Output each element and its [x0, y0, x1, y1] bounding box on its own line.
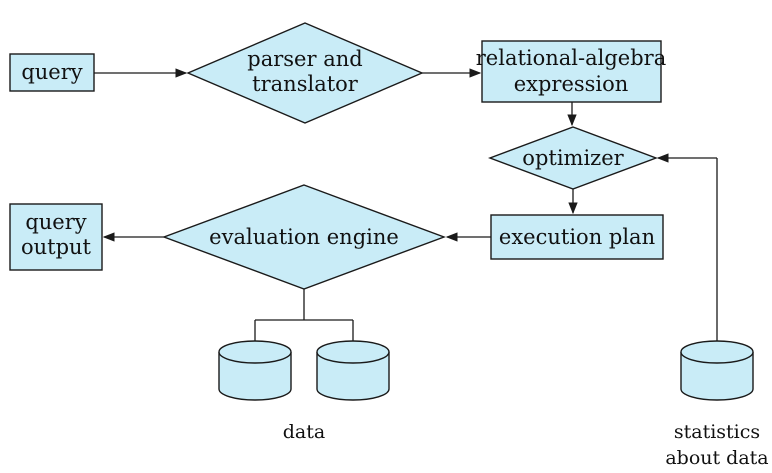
engine-data-connector	[254, 289, 354, 343]
query-output-label-line1: query	[25, 210, 86, 234]
parser-label-line2: translator	[252, 72, 359, 96]
data-cylinder-2-icon	[316, 340, 390, 401]
query-output-label-line2: output	[21, 235, 92, 259]
execution-plan-node: execution plan	[490, 214, 664, 260]
relalg-label-line2: expression	[514, 72, 629, 96]
query-output-node: query output	[9, 203, 103, 271]
execution-plan-label: execution plan	[499, 225, 655, 249]
statistics-label-line1: statistics	[674, 421, 760, 443]
relational-algebra-node: relational-algebra expression	[476, 40, 666, 103]
data-label: data	[283, 421, 325, 443]
parser-translator-node: parser and translator	[186, 22, 424, 124]
query-label: query	[21, 60, 82, 84]
optimizer-node: optimizer	[487, 126, 659, 190]
statistics-label-line2: about data	[665, 447, 768, 469]
query-node: query	[9, 53, 95, 92]
parser-label-line1: parser and	[247, 47, 362, 71]
relalg-label-line1: relational-algebra	[476, 46, 666, 70]
evaluation-engine-node: evaluation engine	[161, 184, 447, 290]
optimizer-label: optimizer	[522, 146, 624, 170]
statistics-cylinder-icon	[680, 340, 754, 401]
data-cylinder-1-icon	[218, 340, 292, 401]
evaluation-engine-label: evaluation engine	[209, 225, 399, 249]
arrow-statistics-to-optimizer	[656, 153, 718, 341]
